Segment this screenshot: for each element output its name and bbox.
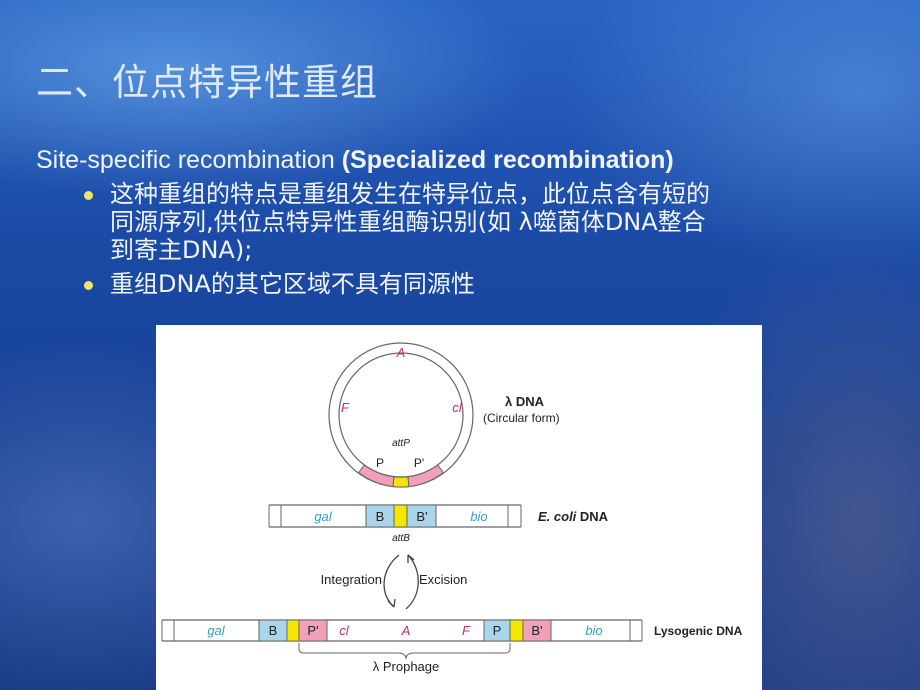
lyso-f-label: F bbox=[462, 623, 471, 638]
attp-label: attP bbox=[392, 438, 410, 449]
lyso-cl-label: cl bbox=[339, 623, 350, 638]
attb-label: attB bbox=[392, 533, 410, 544]
excision-arrowhead-icon bbox=[407, 554, 415, 563]
subtitle-bold: (Specialized recombination) bbox=[341, 146, 674, 174]
bullet-dot-icon bbox=[84, 191, 93, 200]
prophage-label: λ Prophage bbox=[373, 659, 440, 674]
bullet-item: 这种重组的特点是重组发生在特异位点，此位点含有短的 同源序列,供位点特异性重组酶… bbox=[80, 180, 880, 264]
prophage-bracket bbox=[298, 643, 511, 660]
circle-inner bbox=[338, 352, 464, 478]
ecoli-title-rest: DNA bbox=[576, 509, 608, 524]
lyso-seg-core-left bbox=[286, 619, 300, 642]
recombination-arrows: Integration Excision bbox=[321, 554, 467, 610]
circle-seg-core bbox=[392, 476, 410, 488]
circle-seg-p-prime-label: P' bbox=[414, 456, 424, 470]
bullet-text: 重组DNA的其它区域不具有同源性 bbox=[110, 270, 475, 298]
ecoli-dna: gal B B' bio E. coli DNA attB bbox=[268, 504, 609, 544]
lyso-seg-p-prime bbox=[298, 619, 328, 642]
lyso-bio-label: bio bbox=[585, 623, 602, 638]
excision-label: Excision bbox=[419, 572, 467, 587]
lyso-p-label: P bbox=[493, 623, 502, 638]
integration-arrow bbox=[383, 554, 400, 608]
recombination-diagram: A F cl attP P P' λ DNA (Circular form) g… bbox=[156, 325, 762, 690]
lyso-b-label: B bbox=[269, 623, 278, 638]
lyso-seg-core-right bbox=[509, 619, 524, 642]
ecoli-dna-title: E. coli DNA bbox=[538, 509, 609, 524]
bullet-text: 这种重组的特点是重组发生在特异位点，此位点含有短的 同源序列,供位点特异性重组酶… bbox=[110, 180, 710, 264]
lyso-seg-b-prime bbox=[522, 619, 552, 642]
excision-arrow bbox=[405, 554, 419, 610]
lyso-b-prime-label: B' bbox=[531, 623, 542, 638]
slide-title: 二、位点特异性重组 bbox=[36, 61, 378, 104]
circle-label-cl: cl bbox=[452, 400, 463, 415]
circle-label-a: A bbox=[396, 345, 406, 360]
slide-subtitle: Site-specific recombination (Specialized… bbox=[36, 146, 674, 175]
lambda-dna-subtitle: (Circular form) bbox=[483, 411, 560, 425]
ecoli-seg-core bbox=[393, 504, 408, 528]
lysogenic-dna: gal B P' cl A F P B' bio Lysogenic DNA λ… bbox=[161, 619, 743, 674]
lyso-a-label: A bbox=[401, 623, 411, 638]
lambda-dna-title: λ DNA bbox=[505, 394, 545, 409]
lysogenic-dna-title: Lysogenic DNA bbox=[654, 624, 743, 638]
circle-seg-p-label: P bbox=[376, 456, 384, 470]
bullet-dot-icon bbox=[84, 281, 93, 290]
bullet-list: 这种重组的特点是重组发生在特异位点，此位点含有短的 同源序列,供位点特异性重组酶… bbox=[80, 180, 880, 298]
subtitle-plain: Site-specific recombination bbox=[36, 146, 342, 174]
ecoli-gal-label: gal bbox=[314, 509, 332, 524]
lyso-gal-label: gal bbox=[207, 623, 225, 638]
ecoli-b-label: B bbox=[376, 509, 385, 524]
ecoli-b-prime-label: B' bbox=[416, 509, 427, 524]
circle-label-f: F bbox=[341, 400, 350, 415]
lyso-p-prime-label: P' bbox=[307, 623, 318, 638]
bullet-item: 重组DNA的其它区域不具有同源性 bbox=[80, 270, 880, 298]
integration-label: Integration bbox=[321, 572, 382, 587]
ecoli-bio-label: bio bbox=[470, 509, 487, 524]
lambda-circle: A F cl attP P P' λ DNA (Circular form) bbox=[328, 342, 560, 488]
integration-arrowhead-icon bbox=[387, 598, 396, 608]
ecoli-title-italic: E. coli bbox=[538, 509, 577, 524]
diagram-canvas: A F cl attP P P' λ DNA (Circular form) g… bbox=[161, 342, 743, 674]
ecoli-seg-b-prime bbox=[406, 504, 437, 528]
